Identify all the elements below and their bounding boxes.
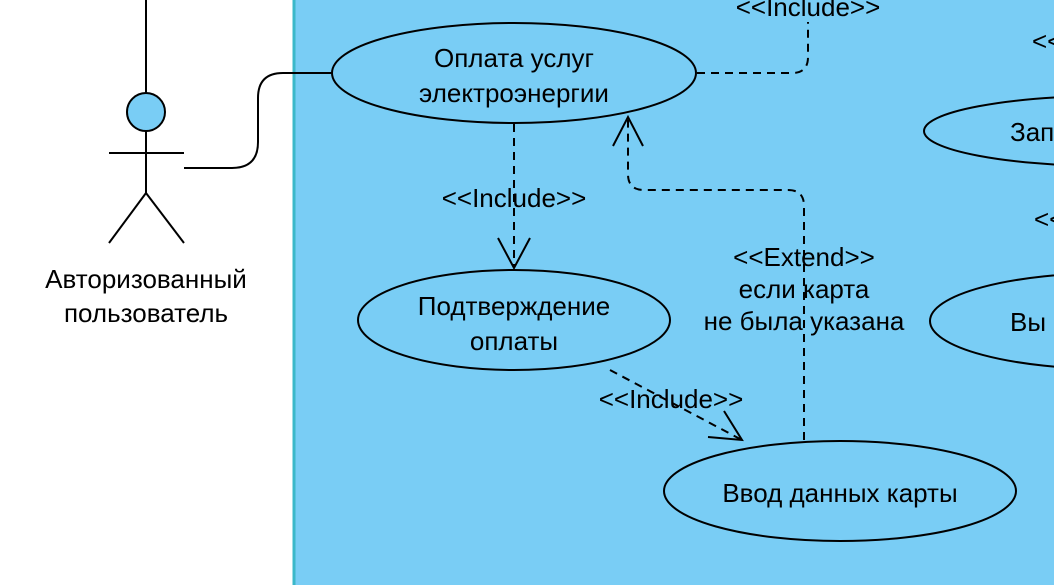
extend-card-payment-arrow <box>612 114 644 147</box>
include-confirm-card-line <box>609 369 743 441</box>
use-case-confirm-line1: Подтверждение <box>418 291 610 321</box>
use-case-payment-line2: электроэнергии <box>419 78 609 108</box>
use-case-payment-shape <box>331 22 697 124</box>
use-case-right-bottom[interactable]: Вы <box>929 273 1054 369</box>
extend-label: <<Extend>> <box>733 242 875 272</box>
right-relation-label-top: << <box>1032 26 1054 56</box>
association-actor-payment <box>184 72 332 169</box>
include-confirm-card-label: <<Include>> <box>599 384 744 414</box>
extend-condition-line1: если карта <box>739 274 870 304</box>
include-confirm-card-arrow <box>707 410 744 442</box>
actor-head <box>126 92 166 132</box>
use-case-right-bottom-shape <box>929 274 1054 368</box>
use-case-right-top-shape <box>923 96 1054 166</box>
use-case-card-input-line1: Ввод данных карты <box>722 478 957 508</box>
use-case-right-top-line1: Зап <box>1010 117 1054 147</box>
extend-card-payment-line <box>627 117 805 440</box>
use-case-right-top[interactable]: Зап <box>923 96 1054 166</box>
use-case-right-bottom-line1: Вы <box>1010 307 1046 337</box>
include-payment-confirm-arrow <box>497 237 531 271</box>
right-relation-label-middle: << <box>1034 204 1054 234</box>
actor-name-line1: Авторизованный <box>45 264 247 294</box>
actor-name-line2: пользователь <box>64 298 228 328</box>
use-case-confirm-line2: оплаты <box>470 326 558 356</box>
actor-authorized-user[interactable] <box>108 0 185 244</box>
use-case-confirm-shape <box>357 269 671 371</box>
use-case-payment-line1: Оплата услуг <box>434 43 594 73</box>
extend-condition-line2: не была указана <box>704 306 905 336</box>
actor-right-leg <box>145 192 185 244</box>
use-case-card-input-shape <box>663 440 1017 542</box>
use-case-card-input[interactable]: Ввод данных карты <box>663 440 1017 542</box>
include-top-label: <<Include>> <box>736 0 881 22</box>
use-case-confirm[interactable]: Подтверждение оплаты <box>357 269 671 371</box>
use-case-payment[interactable]: Оплата услуг электроэнергии <box>331 22 697 124</box>
actor-left-leg <box>108 192 147 244</box>
include-payment-confirm-label: <<Include>> <box>442 183 587 213</box>
